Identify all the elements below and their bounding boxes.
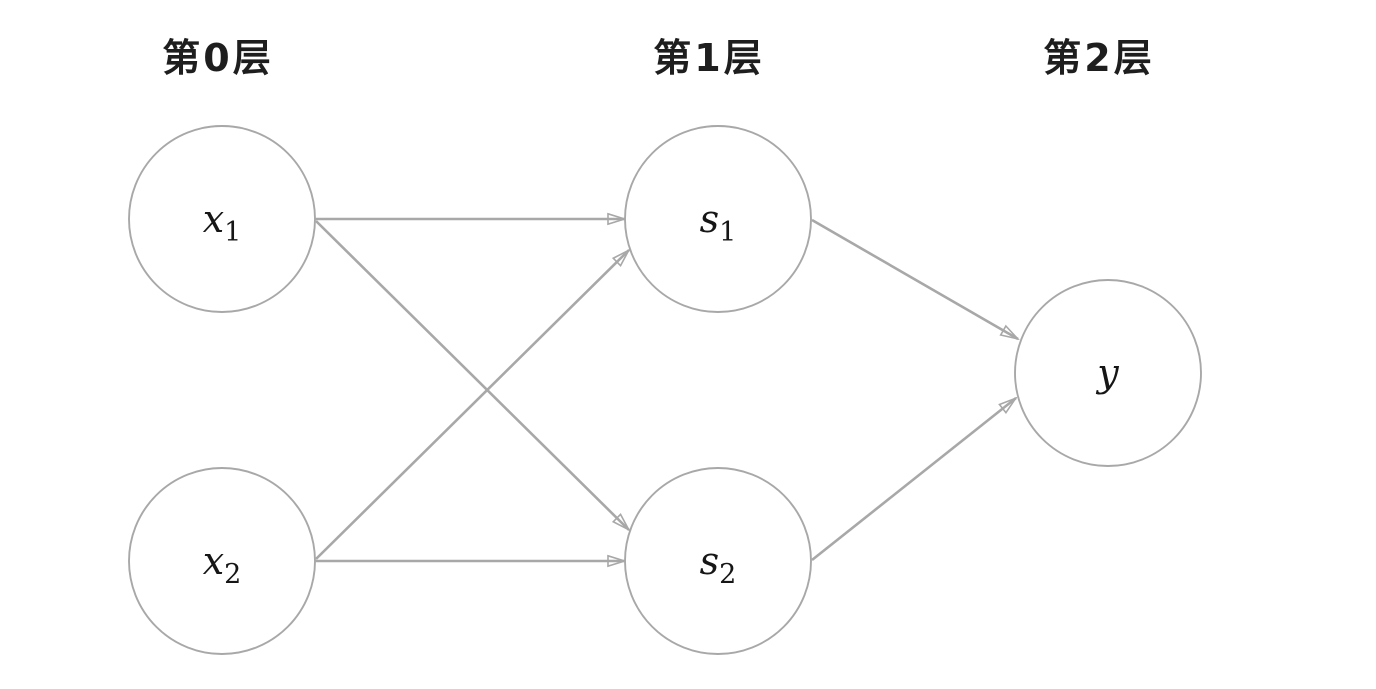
edge-x1-s2 — [315, 220, 629, 530]
node-label-s2: s2 — [700, 539, 737, 590]
node-label-x1: x1 — [203, 197, 242, 248]
node-y — [1014, 279, 1202, 467]
node-s1 — [624, 125, 812, 313]
layer-1-title: 第1层 — [653, 36, 765, 80]
edge-s2-y — [811, 398, 1016, 562]
nodes-group: x1 x2 s1 s2 y — [128, 125, 1202, 655]
node-label-x2: x2 — [203, 539, 242, 590]
edge-s1-y — [811, 218, 1018, 339]
node-label-y: y — [1095, 351, 1119, 395]
edges-group — [315, 219, 1018, 561]
node-x2 — [128, 467, 316, 655]
layer-0-title: 第0层 — [162, 36, 274, 80]
layer-2-title: 第2层 — [1043, 36, 1155, 80]
edge-x2-s1 — [315, 250, 629, 560]
node-label-s1: s1 — [700, 197, 737, 248]
node-s2 — [624, 467, 812, 655]
node-x1 — [128, 125, 316, 313]
